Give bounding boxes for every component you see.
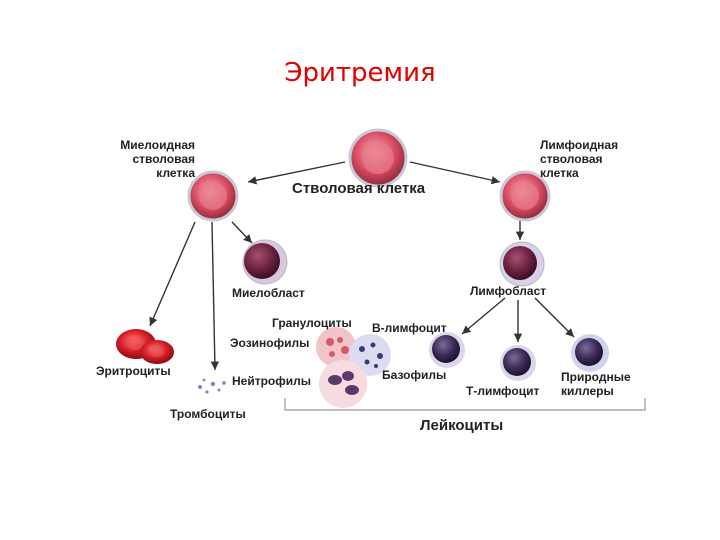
eosinophils-label: Эозинофилы	[230, 336, 310, 350]
stem-cell	[348, 128, 408, 188]
arrows	[149, 161, 575, 371]
arrow-myeloid-to-erythrocytes	[149, 221, 196, 327]
basophils-label: Базофилы	[382, 368, 447, 382]
thrombocytes-label: Тромбоциты	[170, 407, 246, 421]
myeloblast-label: Миелобласт	[232, 286, 305, 300]
lymphoid-stem-label-line1: Лимфоидная	[540, 138, 619, 152]
erythrocytes-label: Эритроциты	[96, 364, 171, 378]
b-lymphocyte-cell	[429, 332, 465, 368]
leukocytes-label: Лейкоциты	[420, 417, 504, 434]
t-lymphocyte-cell	[500, 345, 536, 381]
natural-killers-label: Природные киллеры	[561, 370, 631, 398]
t-lymphocyte-label: Т-лимфоцит	[466, 384, 540, 398]
myeloid-stem-label: Миелоидная стволовая клетка	[80, 138, 195, 180]
stem-cell-label: Стволовая клетка	[292, 180, 426, 197]
lymphoid-stem-label: Лимфоидная стволовая клетка	[540, 138, 618, 180]
myeloid-stem-label-line1: Миелоидная	[120, 138, 195, 152]
natural-killer-cell	[571, 334, 609, 372]
arrow-lymphoblast-to-nk	[534, 297, 575, 338]
myeloid-stem-cell	[187, 170, 239, 222]
myeloid-stem-label-line2: стволовая	[132, 152, 196, 166]
granulocytes-label: Гранулоциты	[272, 316, 352, 330]
granulocytes-cells	[316, 327, 391, 408]
arrow-stem-to-myeloid	[247, 161, 346, 185]
b-lymphocyte-label: В-лимфоцит	[372, 321, 447, 335]
thrombocytes-cells	[198, 378, 226, 394]
erythrocytes-cells	[116, 329, 174, 364]
arrow-myeloid-to-thrombocytes	[210, 221, 220, 371]
arrow-myeloid-to-myeloblast	[231, 221, 253, 244]
arrow-stem-to-lymphoid	[409, 161, 501, 185]
myeloid-stem-label-line3: клетка	[156, 166, 195, 180]
lymphoid-stem-cell	[499, 170, 551, 222]
neutrophils-label: Нейтрофилы	[232, 374, 312, 388]
natural-killers-label-line1: Природные	[561, 370, 631, 384]
lymphoblast-cell	[499, 241, 545, 287]
arrow-lymphoblast-to-b	[461, 297, 506, 335]
leukocytes-bracket	[284, 398, 646, 411]
lymphoid-stem-label-line2: стволовая	[540, 152, 603, 166]
lymphoblast-label: Лимфобласт	[470, 284, 547, 298]
slide-title: Эритремия	[284, 58, 436, 88]
natural-killers-label-line2: киллеры	[561, 384, 614, 398]
myeloblast-cell	[242, 239, 288, 285]
lymphoid-stem-label-line3: клетка	[540, 166, 579, 180]
